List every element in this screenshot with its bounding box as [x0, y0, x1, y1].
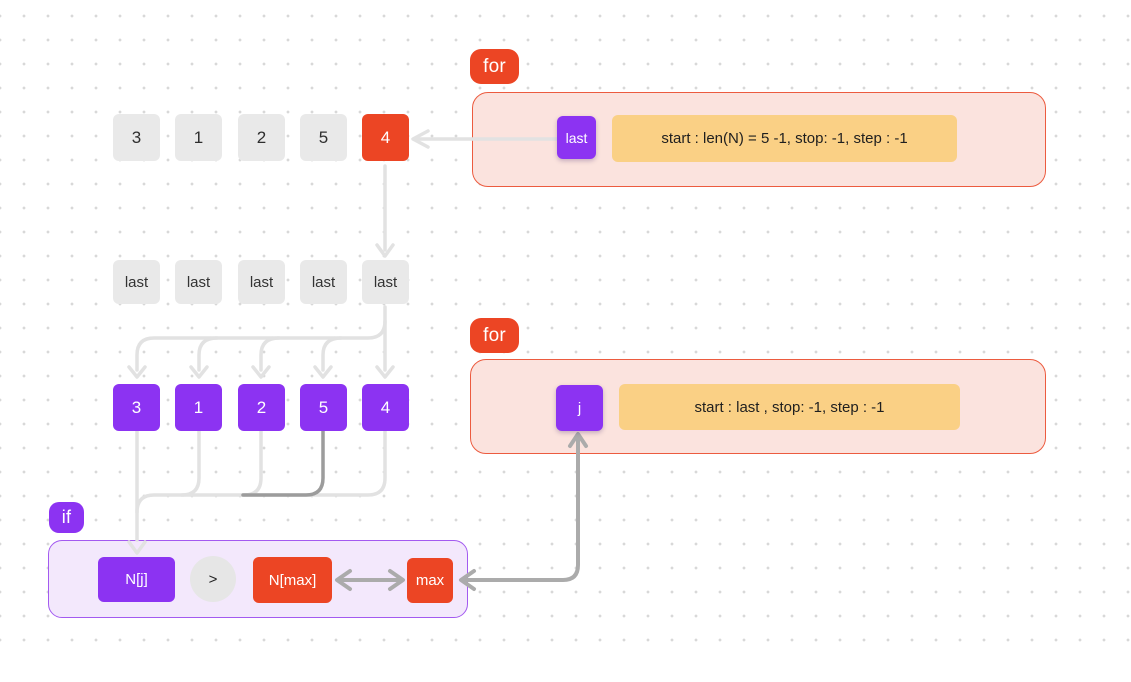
condition-left-operand: N[j]: [98, 557, 175, 602]
indexed-cell: 1: [175, 384, 222, 431]
condition-right-operand: N[max]: [253, 557, 332, 603]
indexed-cell: 3: [113, 384, 160, 431]
outer-for-badge: for: [470, 49, 519, 84]
condition-operator-circle: >: [190, 556, 236, 602]
last-cell: last: [238, 260, 285, 304]
last-cell: last: [175, 260, 222, 304]
last-cell: last: [300, 260, 347, 304]
inner-for-badge: for: [470, 318, 519, 353]
max-variable-box: max: [407, 558, 453, 603]
last-cell: last: [113, 260, 160, 304]
outer-loop-variable-chip: last: [557, 116, 596, 159]
indexed-cell: 5: [300, 384, 347, 431]
inner-loop-range-chip: start : last , stop: -1, step : -1: [619, 384, 960, 430]
indexed-cell: 4: [362, 384, 409, 431]
array-cell: 3: [113, 114, 160, 161]
array-cell-highlighted: 4: [362, 114, 409, 161]
outer-loop-range-chip: start : len(N) = 5 -1, stop: -1, step : …: [612, 115, 957, 162]
array-cell: 5: [300, 114, 347, 161]
array-cell: 1: [175, 114, 222, 161]
indexed-cell: 2: [238, 384, 285, 431]
last-cell: last: [362, 260, 409, 304]
inner-loop-variable-chip: j: [556, 385, 603, 431]
array-cell: 2: [238, 114, 285, 161]
if-badge: if: [49, 502, 84, 533]
